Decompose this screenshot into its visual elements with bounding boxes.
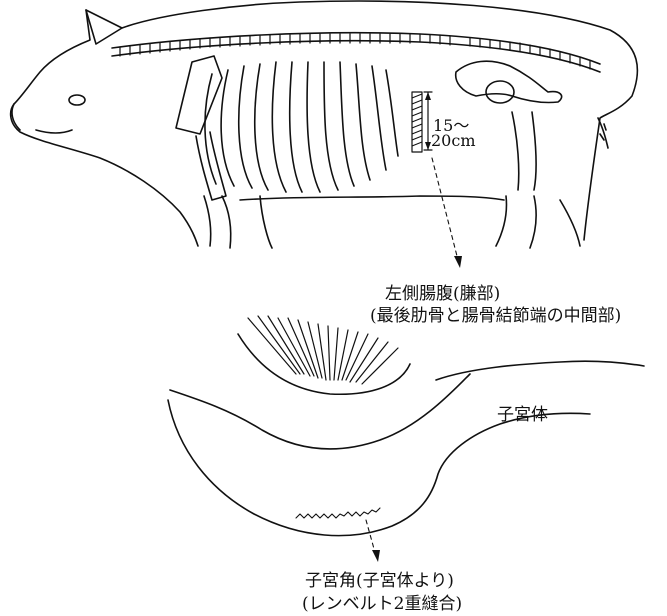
forelimb-front bbox=[204, 196, 231, 248]
pig-mouth bbox=[36, 130, 72, 133]
uterine-body-label: 子宮体 bbox=[497, 400, 548, 425]
incision-leader-arrow bbox=[454, 256, 462, 268]
incision-leader bbox=[432, 158, 458, 260]
scapula bbox=[176, 56, 222, 134]
suture-leader-arrow bbox=[372, 550, 380, 562]
uterine-horn-outline bbox=[170, 374, 470, 449]
incision-hatching bbox=[412, 94, 422, 146]
pig-tail bbox=[598, 118, 608, 148]
suture-method-label: (レンベルト2重縫合) bbox=[302, 589, 462, 614]
pelvis bbox=[456, 61, 562, 102]
incision-site-detail-label: (最後肋骨と腸骨結節端の中間部) bbox=[370, 301, 621, 326]
femur bbox=[512, 112, 536, 190]
pig-eye bbox=[69, 95, 85, 105]
hip-joint bbox=[486, 81, 514, 103]
ribcage bbox=[205, 62, 398, 192]
uterus-fan-lines bbox=[248, 316, 398, 384]
pig-snout bbox=[12, 104, 20, 130]
pig-ear bbox=[86, 10, 122, 44]
hind-leg bbox=[496, 196, 536, 248]
suture-line bbox=[296, 508, 380, 518]
uterine-horn-label: 子宮角(子宮体より) bbox=[305, 566, 454, 591]
incision-length-unit-label: 20cm bbox=[431, 131, 476, 150]
